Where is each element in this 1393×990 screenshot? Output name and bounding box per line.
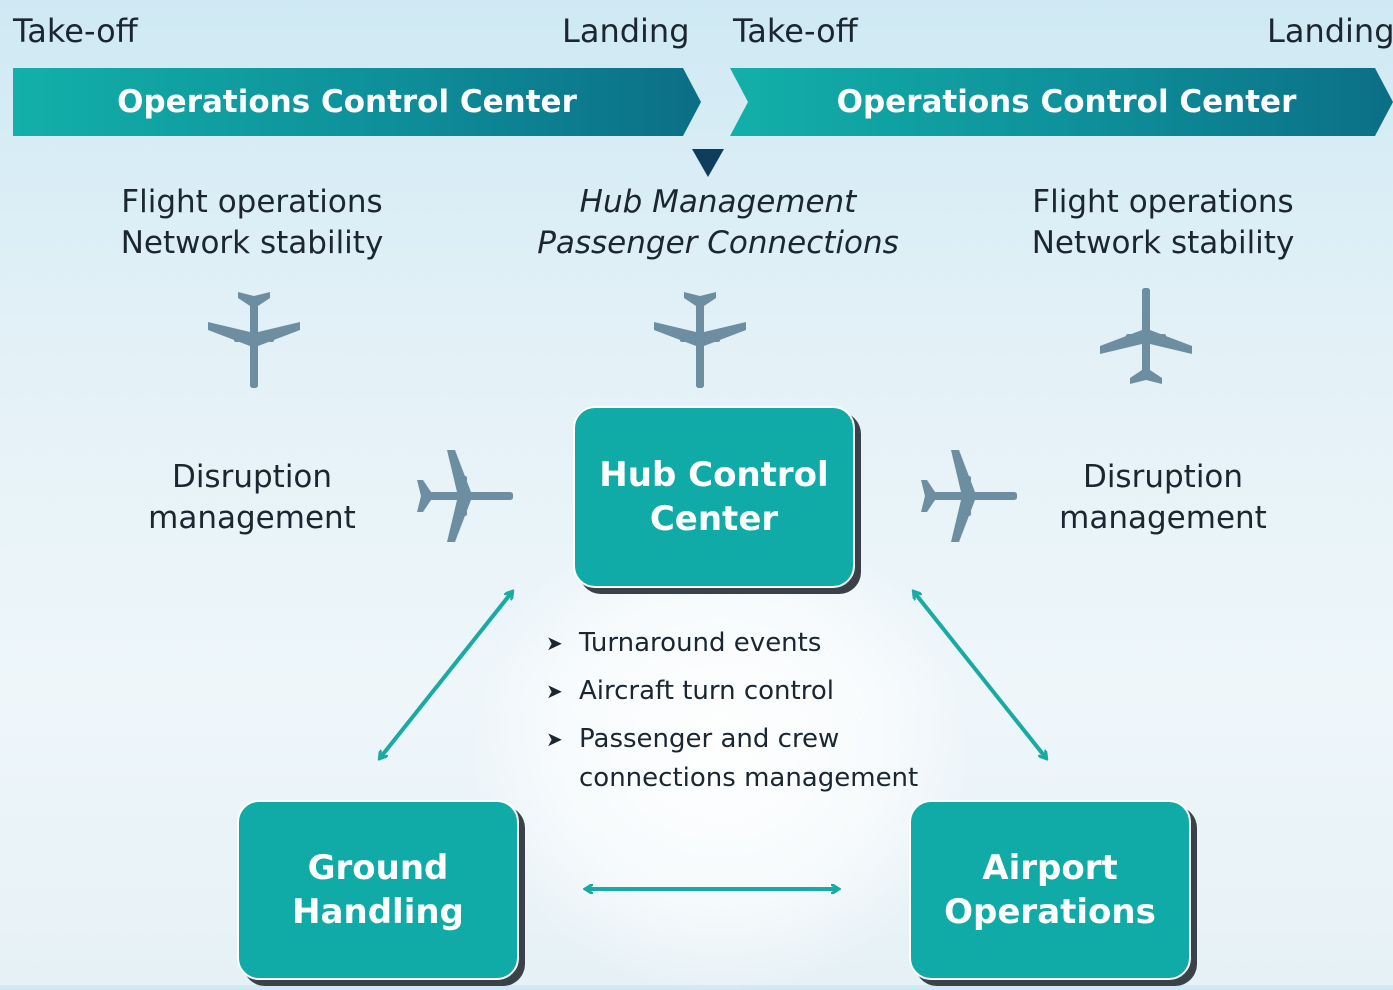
right-landing-label: Landing [1267, 12, 1393, 50]
airplane-icon [1100, 288, 1192, 384]
left-disruption-line2: management [148, 500, 356, 536]
hub-control-center-box: Hub Control Center [573, 406, 855, 588]
right-disruption-line2: management [1059, 500, 1267, 536]
hub-box-line1: Hub Control [599, 455, 829, 495]
airport-box-line2: Operations [944, 892, 1156, 932]
left-disruption-caption: Disruption management [112, 457, 392, 539]
bullet-text: Passenger and crew [579, 724, 840, 754]
double-arrow-icon [914, 592, 1046, 758]
left-flight-line1: Flight operations [121, 184, 383, 220]
center-caption-line1: Hub Management [579, 184, 857, 220]
airport-operations-box: Airport Operations [909, 800, 1191, 980]
double-arrow-icon [380, 592, 512, 758]
right-flight-caption: Flight operations Network stability [1013, 182, 1313, 264]
right-takeoff-label: Take-off [733, 12, 858, 50]
triangle-pointer-icon [692, 149, 724, 177]
hub-activities-list: Turnaround events Aircraft turn control … [546, 624, 918, 807]
left-flight-caption: Flight operations Network stability [102, 182, 402, 264]
center-hub-caption: Hub Management Passenger Connections [518, 182, 918, 264]
ground-handling-box: Ground Handling [237, 800, 519, 980]
ground-box-line1: Ground [307, 848, 449, 888]
left-occ-banner-label: Operations Control Center [117, 84, 577, 120]
right-flight-line1: Flight operations [1032, 184, 1294, 220]
right-flight-line2: Network stability [1031, 225, 1295, 261]
right-occ-banner-label: Operations Control Center [836, 84, 1297, 120]
hub-box-line2: Center [649, 499, 779, 539]
left-occ-banner: Operations Control Center [13, 68, 701, 136]
center-caption-line2: Passenger Connections [537, 225, 899, 261]
right-disruption-line1: Disruption [1082, 459, 1244, 495]
left-disruption-line1: Disruption [171, 459, 333, 495]
bullet-text: connections management [579, 763, 919, 793]
bullet-text: Aircraft turn control [579, 676, 834, 706]
right-disruption-caption: Disruption management [1023, 457, 1303, 539]
airplane-icon [921, 450, 1017, 542]
right-occ-banner: Operations Control Center [730, 68, 1393, 136]
airplane-icon [417, 450, 513, 542]
airplane-icon [208, 292, 300, 388]
list-item: Aircraft turn control [546, 672, 918, 711]
left-landing-label: Landing [562, 12, 690, 50]
list-item: Turnaround events [546, 624, 918, 663]
bullet-text: Turnaround events [579, 628, 822, 658]
list-item: Passenger and crew connections managemen… [546, 720, 918, 798]
left-takeoff-label: Take-off [13, 12, 138, 50]
airplane-icon [654, 292, 746, 388]
ground-box-line2: Handling [292, 892, 464, 932]
airport-box-line1: Airport [982, 848, 1118, 888]
left-flight-line2: Network stability [120, 225, 384, 261]
